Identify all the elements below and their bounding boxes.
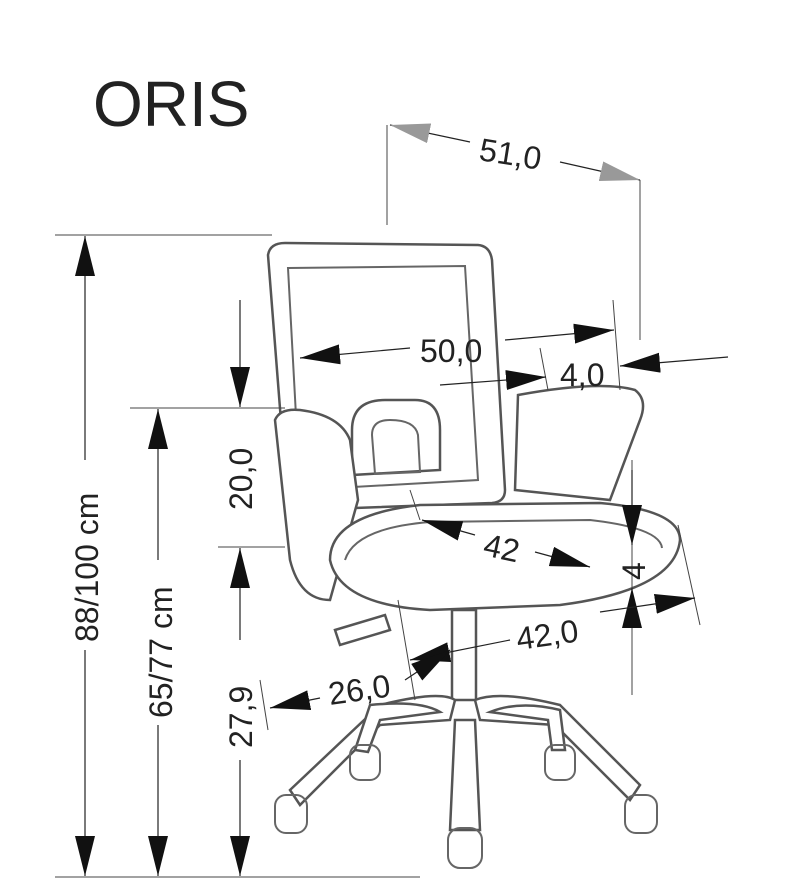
extension-lines [55, 125, 701, 878]
label-backrest-thickness: 4,0 [560, 357, 604, 393]
label-backrest-width: 50,0 [420, 333, 482, 369]
label-base-radius: 26,0 [326, 668, 393, 712]
label-seat-depth: 42 [481, 527, 523, 570]
dimension-lines [75, 123, 729, 876]
chair-illustration [266, 241, 682, 869]
label-seat-to-floor: 27,9 [223, 686, 259, 748]
label-backrest-height: 20,0 [223, 448, 259, 510]
label-total-height: 88/100 cm [69, 493, 105, 642]
label-depth-total: 51,0 [477, 131, 544, 176]
product-title: ORIS [93, 68, 249, 140]
label-seat-height: 65/77 cm [143, 586, 179, 718]
label-seat-thickness: 4 [616, 562, 652, 580]
label-seat-width: 42,0 [514, 613, 581, 657]
